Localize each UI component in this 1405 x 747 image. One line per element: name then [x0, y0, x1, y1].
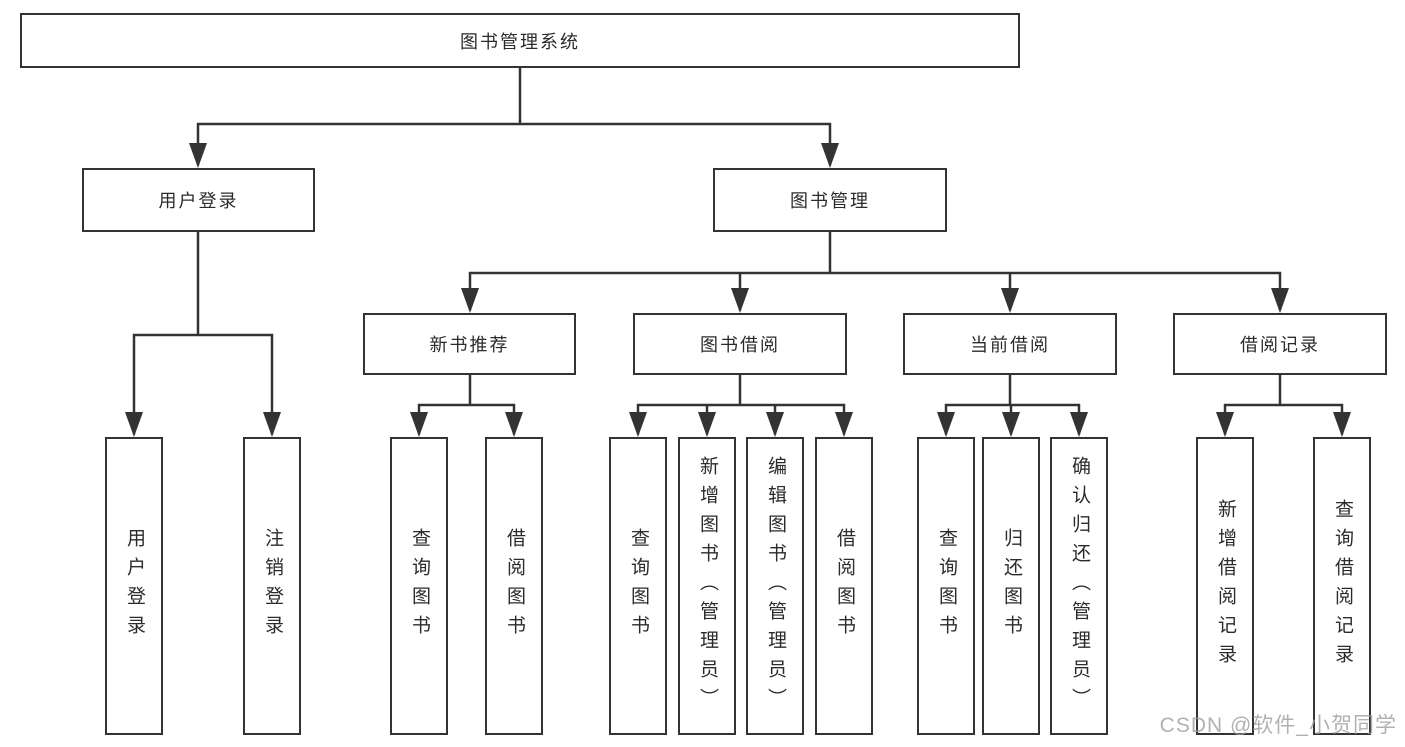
leaf-user-login: 用户登录: [105, 437, 163, 735]
arrowhead-icon: [461, 288, 479, 313]
leaf-cb-confirm-return-admin: 确认归还（管理员）: [1050, 437, 1108, 735]
arrowhead-icon: [698, 412, 716, 437]
arrowhead-icon: [410, 412, 428, 437]
connector-path: [132, 66, 1344, 435]
leaf-nb-query-books: 查询图书: [390, 437, 448, 735]
arrowhead-icon: [629, 412, 647, 437]
arrowhead-icon: [821, 143, 839, 168]
leaf-cb-query-books: 查询图书: [917, 437, 975, 735]
arrowhead-icon: [766, 412, 784, 437]
arrowhead-icon: [189, 143, 207, 168]
csdn-watermark: CSDN @软件_小贺同学: [1159, 714, 1397, 737]
node-user-login: 用户登录: [82, 168, 315, 232]
arrowhead-icon: [505, 412, 523, 437]
node-library-system: 图书管理系统: [20, 13, 1020, 68]
leaf-bw-borrow-books: 借阅图书: [815, 437, 873, 735]
leaf-logout: 注销登录: [243, 437, 301, 735]
arrowhead-icon: [1333, 412, 1351, 437]
arrowhead-icon: [1070, 412, 1088, 437]
arrowhead-icon: [835, 412, 853, 437]
node-book-management: 图书管理: [713, 168, 947, 232]
leaf-bw-edit-books-admin: 编辑图书（管理员）: [746, 437, 804, 735]
node-current-borrowing: 当前借阅: [903, 313, 1117, 375]
arrowhead-icon: [1001, 288, 1019, 313]
leaf-bw-add-books-admin: 新增图书（管理员）: [678, 437, 736, 735]
arrowhead-icon: [1216, 412, 1234, 437]
node-new-book-recommendation: 新书推荐: [363, 313, 576, 375]
arrowhead-icon: [1002, 412, 1020, 437]
node-borrowing-records: 借阅记录: [1173, 313, 1387, 375]
leaf-br-add-record: 新增借阅记录: [1196, 437, 1254, 735]
arrowhead-icon: [731, 288, 749, 313]
leaf-bw-query-books: 查询图书: [609, 437, 667, 735]
arrowhead-icon: [263, 412, 281, 437]
leaf-cb-return-books: 归还图书: [982, 437, 1040, 735]
leaf-nb-borrow-books: 借阅图书: [485, 437, 543, 735]
node-book-borrowing: 图书借阅: [633, 313, 847, 375]
arrowhead-icon: [1271, 288, 1289, 313]
arrowhead-icon: [125, 412, 143, 437]
arrowhead-icon: [937, 412, 955, 437]
leaf-br-query-record: 查询借阅记录: [1313, 437, 1371, 735]
